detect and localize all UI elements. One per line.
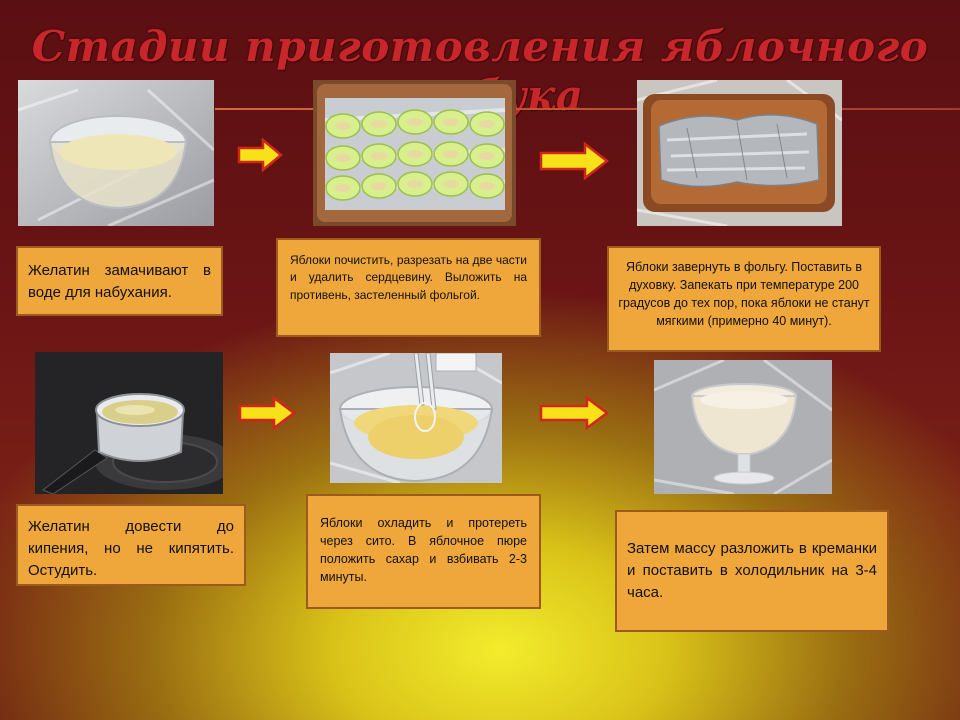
photo-apple-halves bbox=[313, 80, 516, 226]
photo-foil-wrapped bbox=[637, 80, 842, 226]
photo-dessert-glass bbox=[654, 360, 832, 494]
step-text-5: Яблоки охладить и протереть через сито. … bbox=[320, 516, 527, 585]
step-card-4: Желатин довести до кипения, но не кипяти… bbox=[16, 504, 246, 586]
right-arrow-icon bbox=[539, 396, 609, 430]
step-card-5: Яблоки охладить и протереть через сито. … bbox=[306, 494, 541, 609]
photo-gelatin-soaking bbox=[18, 80, 214, 226]
step-arrow-1 bbox=[237, 138, 283, 172]
step-card-3: Яблоки завернуть в фольгу. Поставить в д… bbox=[607, 246, 881, 352]
right-arrow-icon bbox=[539, 142, 609, 180]
step-text-2: Яблоки почистить, разрезать на две части… bbox=[290, 253, 527, 302]
right-arrow-icon bbox=[237, 138, 283, 172]
step-card-1: Желатин замачивают в воде для набухания. bbox=[16, 246, 223, 316]
step-text-4: Желатин довести до кипения, но не кипяти… bbox=[28, 518, 234, 579]
step-card-6: Затем массу разложить в креманки и поста… bbox=[615, 510, 889, 632]
photo-saucepan-stove bbox=[35, 352, 223, 494]
step-text-1: Желатин замачивают в воде для набухания. bbox=[28, 262, 211, 301]
step-text-3: Яблоки завернуть в фольгу. Поставить в д… bbox=[618, 260, 870, 329]
right-arrow-icon bbox=[238, 396, 296, 430]
step-arrow-4 bbox=[539, 396, 609, 430]
step-text-6: Затем массу разложить в креманки и поста… bbox=[627, 540, 877, 601]
title-underline bbox=[215, 108, 960, 110]
photo-whisking-puree bbox=[330, 353, 502, 483]
step-card-2: Яблоки почистить, разрезать на две части… bbox=[276, 238, 541, 337]
step-arrow-2 bbox=[539, 142, 609, 180]
step-arrow-3 bbox=[238, 396, 296, 430]
